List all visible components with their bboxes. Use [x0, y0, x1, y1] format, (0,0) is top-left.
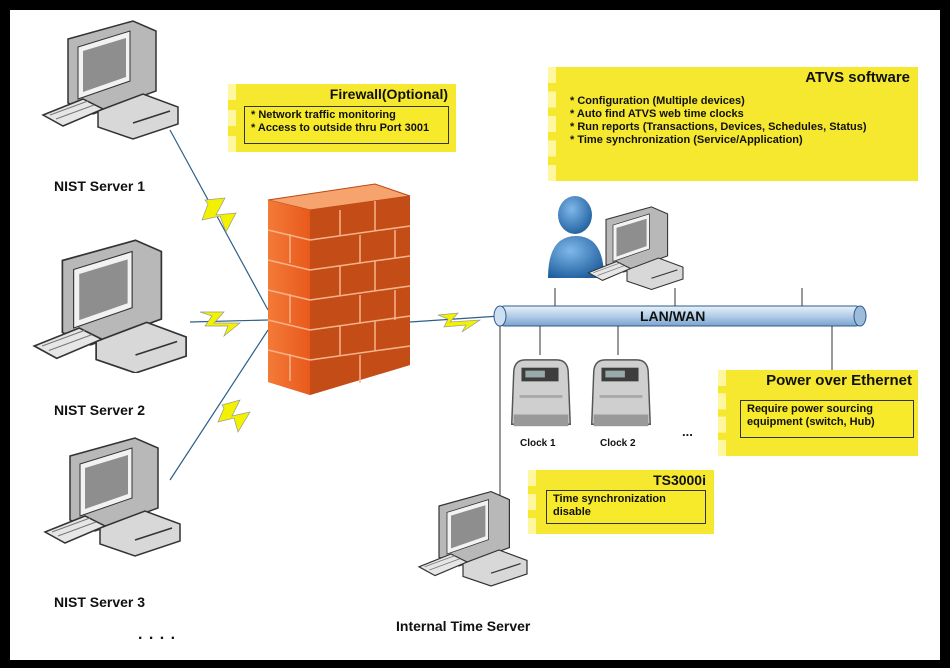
poe-note: Power over Ethernet Require power sourci… [718, 370, 918, 456]
clocks-ellipsis: ... [682, 424, 693, 439]
lightning-bolt-icon [201, 197, 237, 233]
link-line-3 [169, 329, 269, 481]
ts3000i-note: TS3000i Time synchronization disable [528, 470, 714, 534]
clock-label-2: Clock 2 [600, 438, 636, 449]
link-line-2 [189, 319, 269, 323]
atvs-note-item: * Run reports (Transactions, Devices, Sc… [570, 121, 867, 133]
internal-time-server-computer-icon [418, 490, 528, 587]
server-label-3: NIST Server 3 [54, 594, 146, 610]
time-clock-icon [590, 359, 651, 427]
server-label-2: NIST Server 2 [54, 402, 146, 418]
link-line-4 [409, 315, 501, 323]
firewall-note: Firewall(Optional) * Network traffic mon… [228, 84, 456, 152]
user-icon [548, 196, 604, 278]
internal-time-server-label: Internal Time Server [396, 618, 531, 634]
atvs-software-note: ATVS software * Configuration (Multiple … [548, 67, 918, 181]
frame-edge [940, 0, 950, 668]
atvs-note-item: * Auto find ATVS web time clocks [570, 108, 744, 120]
poe-note-text: Require power sourcing equipment (switch… [740, 400, 914, 438]
time-clock-icon [510, 359, 571, 427]
link-line-1 [169, 129, 269, 311]
nist-server-1-computer-icon [42, 20, 179, 140]
lan-wan-pipe [493, 305, 867, 327]
firewall-note-title: Firewall(Optional) [329, 86, 448, 102]
firewall-note-item: * Access to outside thru Port 3001 [251, 122, 430, 134]
server-label-1: NIST Server 1 [54, 178, 146, 194]
firewall-note-item: * Network traffic monitoring [251, 109, 396, 121]
workstation-computer-icon [587, 206, 684, 290]
diagram-graphics [33, 20, 867, 587]
poe-note-title: Power over Ethernet [766, 372, 912, 389]
atvs-note-item: * Configuration (Multiple devices) [570, 95, 745, 107]
ts3000i-note-text: Time synchronization disable [546, 490, 706, 524]
lightning-bolt-icon [217, 399, 251, 433]
firewall-note-box: * Network traffic monitoring * Access to… [244, 106, 449, 144]
lan-wan-label: LAN/WAN [640, 308, 706, 324]
lightning-bolt-icon [437, 312, 482, 333]
nist-server-2-computer-icon [33, 239, 187, 373]
atvs-note-list: * Configuration (Multiple devices) * Aut… [566, 95, 911, 159]
more-servers-ellipsis: . . . . [138, 626, 177, 643]
lightning-bolt-icon [199, 311, 241, 338]
nist-server-3-computer-icon [44, 437, 181, 557]
firewall-icon [267, 183, 411, 395]
atvs-note-item: * Time synchronization (Service/Applicat… [570, 134, 803, 146]
network-diagram: NIST Server 1 NIST Server 2 NIST Server … [10, 10, 940, 660]
clock-label-1: Clock 1 [520, 438, 556, 449]
atvs-note-title: ATVS software [805, 69, 910, 86]
ts3000i-note-title: TS3000i [653, 472, 706, 488]
